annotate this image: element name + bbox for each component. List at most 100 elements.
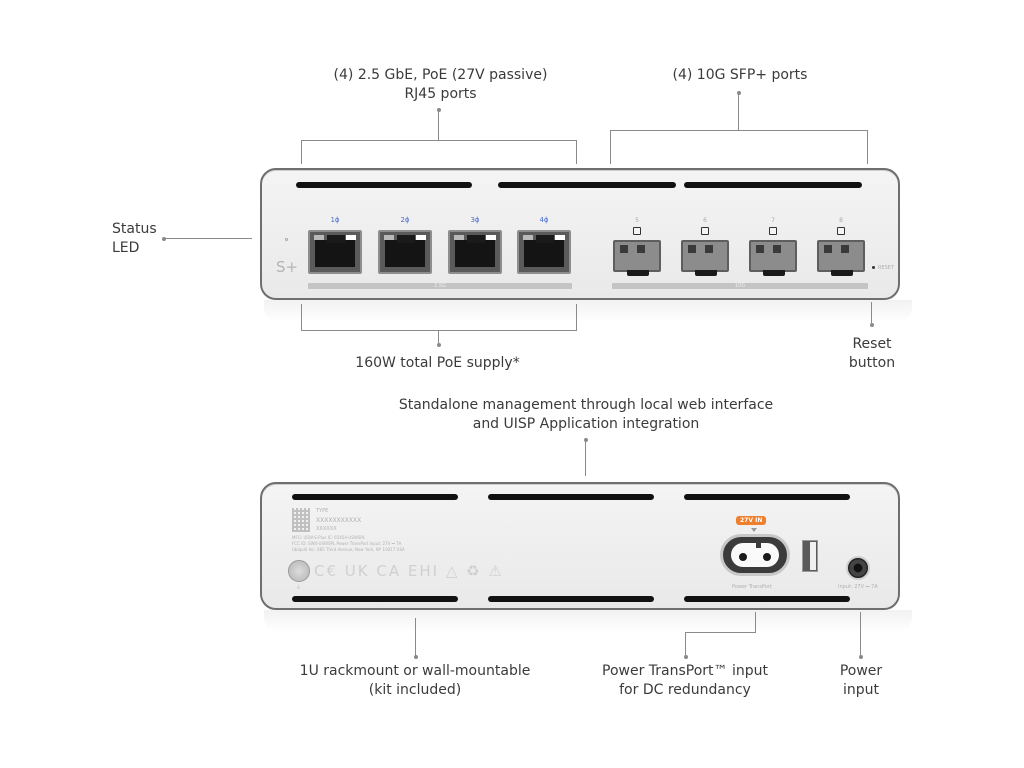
power-callout: Power input (826, 662, 896, 700)
ground-label: ⏚ (296, 585, 302, 591)
sfp-port-6-number: 6 (703, 217, 707, 224)
rj45-port-1[interactable] (308, 230, 362, 274)
rj45-port-2[interactable] (378, 230, 432, 274)
power-switch[interactable] (802, 540, 818, 572)
mount-callout-line1: 1U rackmount or wall-mountable (299, 663, 531, 679)
sfp-bracket-right (867, 130, 868, 164)
transport-callout-leader-v1 (755, 612, 756, 632)
reset-label: RESET (878, 265, 895, 271)
status-led-callout-leader (164, 238, 252, 239)
rear-bottom-vent-2 (488, 596, 654, 602)
rj45-port-3[interactable] (448, 230, 502, 274)
rj45-port-2-label: 2ϕ (400, 216, 410, 224)
power-callout-dot (859, 655, 863, 659)
dc-power-jack[interactable] (846, 556, 870, 580)
label-model: TYPE (316, 508, 329, 514)
power-callout-line1: Power (839, 663, 883, 679)
reset-callout-leader (871, 302, 872, 324)
sfp-bracket-top (610, 130, 868, 131)
power-callout-line2: input (842, 682, 879, 698)
transport-callout-leader-v2 (685, 632, 686, 656)
rj45-callout-leader (438, 110, 439, 140)
status-led-callout-line2: LED (112, 240, 140, 256)
badge-arrow-icon (751, 528, 757, 532)
management-callout: Standalone management through local web … (380, 396, 792, 434)
sfp-port-7[interactable] (749, 240, 797, 276)
sfp-port-7-led (769, 227, 777, 235)
sfp-port-5-led (633, 227, 641, 235)
power-input-badge: 27V IN (736, 516, 767, 525)
ground-screw (288, 560, 310, 582)
poe-bracket-bottom (301, 330, 577, 331)
sfp-callout-dot (737, 91, 741, 95)
reset-callout-dot (870, 323, 874, 327)
front-vent-3 (684, 182, 862, 188)
poe-bracket-right (576, 304, 577, 330)
rj45-port-1-label: 1ϕ (330, 216, 340, 224)
rj45-bracket-top (301, 140, 577, 141)
qr-code (292, 508, 310, 532)
rj45-ports-callout: (4) 2.5 GbE, PoE (27V passive) RJ45 port… (318, 66, 563, 104)
status-led-callout-dot (162, 237, 166, 241)
sfp-port-5-number: 5 (635, 217, 639, 224)
poe-bracket-left (301, 304, 302, 330)
rj45-port-4-label: 4ϕ (539, 216, 549, 224)
label-line-3: Ubiquiti Inc. 685 Third Avenue, New York… (292, 547, 405, 552)
power-callout-leader (860, 612, 861, 656)
front-device-panel: S+ 1ϕ 2ϕ 3ϕ 4ϕ 2.5G 5 6 7 8 10G RESET (260, 168, 900, 300)
label-serial: XXXXXXXXXXX (316, 517, 362, 524)
mount-callout-leader (415, 618, 416, 656)
sfp-port-6[interactable] (681, 240, 729, 276)
management-callout-leader (585, 440, 586, 476)
certification-marks: C€ UK CA EHI △ ♻ ⚠ (314, 562, 504, 580)
transport-callout-line2: for DC redundancy (619, 682, 751, 698)
rj45-ports-callout-line1: (4) 2.5 GbE, PoE (27V passive) (333, 67, 548, 83)
rear-bottom-vent-3 (684, 596, 850, 602)
rj45-port-3-label: 3ϕ (470, 216, 480, 224)
rj45-callout-dot (437, 108, 441, 112)
rj45-group-bar: 2.5G (308, 283, 572, 289)
reset-button[interactable] (872, 266, 875, 269)
power-transport-port[interactable] (720, 534, 790, 576)
rj45-bracket-right (576, 140, 577, 164)
power-transport-label: Power TransPort (732, 584, 772, 590)
rear-device-panel: TYPE XXXXXXXXXXX XXXXXX MFG: USW-S-Plus … (260, 482, 900, 610)
rj45-port-1-led (346, 235, 356, 240)
device-logo: S+ (276, 258, 299, 276)
management-callout-line1: Standalone management through local web … (398, 397, 774, 413)
status-led (285, 238, 288, 241)
sfp-callout-leader (738, 93, 739, 130)
front-vent-1 (296, 182, 472, 188)
reset-callout: Reset button (836, 335, 908, 373)
management-callout-line2: and UISP Application integration (472, 416, 700, 432)
management-callout-dot (584, 438, 588, 442)
rj45-bracket-left (301, 140, 302, 164)
rj45-port-4[interactable] (517, 230, 571, 274)
transport-callout-line1: Power TransPort™ input (602, 663, 768, 679)
dc-input-label: Input: 27V ⎓ 7A (838, 584, 878, 590)
sfp-bracket-left (610, 130, 611, 164)
sfp-port-8-number: 8 (839, 217, 843, 224)
rear-device-reflection (264, 610, 912, 632)
sfp-group-bar: 10G (612, 283, 868, 289)
sfp-port-8[interactable] (817, 240, 865, 276)
rear-top-vent-3 (684, 494, 850, 500)
rj45-port-3-led (486, 235, 496, 240)
rear-top-vent-1 (292, 494, 458, 500)
reset-callout-line2: button (848, 355, 896, 371)
poe-callout-dot (437, 343, 441, 347)
sfp-port-6-led (701, 227, 709, 235)
front-vent-2 (498, 182, 676, 188)
reset-callout-line1: Reset (852, 336, 892, 352)
sfp-port-8-led (837, 227, 845, 235)
label-code: XXXXXX (316, 526, 337, 532)
mount-callout: 1U rackmount or wall-mountable (kit incl… (290, 662, 540, 700)
sfp-port-5[interactable] (613, 240, 661, 276)
sfp-ports-callout: (4) 10G SFP+ ports (672, 67, 808, 83)
poe-supply-callout: 160W total PoE supply* (355, 355, 520, 371)
rj45-port-2-led (416, 235, 426, 240)
mount-callout-line2: (kit included) (368, 682, 462, 698)
mount-callout-dot (414, 655, 418, 659)
front-device-reflection (264, 300, 912, 322)
status-led-callout: Status LED (112, 220, 157, 258)
